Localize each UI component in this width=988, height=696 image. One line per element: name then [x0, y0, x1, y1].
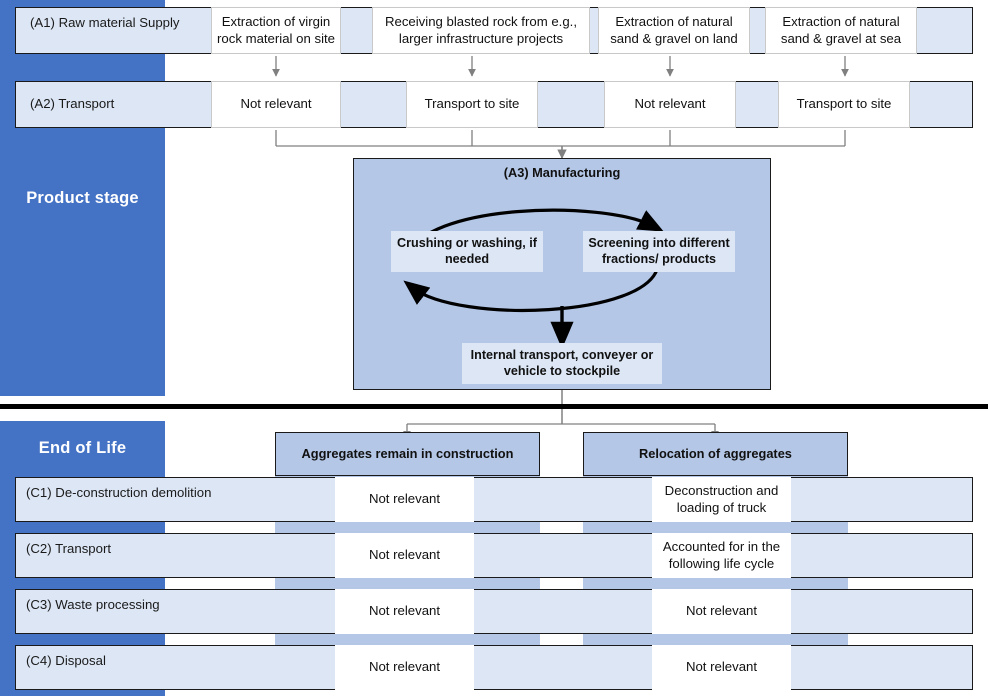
row-a2-label: (A2) Transport [30, 96, 115, 111]
c4-cell-1: Not relevant [335, 645, 474, 690]
c2-cell-2: Accounted for in the following life cycl… [652, 533, 791, 578]
end-of-life-label-text: End of Life [38, 439, 127, 457]
row-c3-label: (C3) Waste processing [26, 597, 160, 612]
section-divider [0, 404, 988, 409]
product-stage-label-text: Product stage [26, 188, 139, 207]
a3-box-crushing: Crushing or washing, if needed [391, 231, 543, 272]
a1-cell-1: Extraction of virgin rock material on si… [211, 7, 341, 54]
a2-cell-1: Not relevant [211, 81, 341, 128]
c1-cell-2: Deconstruction and loading of truck [652, 477, 791, 522]
row-c3-bar [15, 589, 973, 634]
a2-cell-4: Transport to site [778, 81, 910, 128]
row-c2-bar [15, 533, 973, 578]
c1-cell-1: Not relevant [335, 477, 474, 522]
product-stage-label: Product stage [0, 0, 165, 396]
c3-cell-2: Not relevant [652, 589, 791, 634]
eol-column-header-right: Relocation of aggregates [583, 432, 848, 476]
eol-column-header-left: Aggregates remain in construction [275, 432, 540, 476]
c2-cell-1: Not relevant [335, 533, 474, 578]
row-c2-label: (C2) Transport [26, 541, 112, 556]
a1-cell-3: Extraction of natural sand & gravel on l… [598, 7, 750, 54]
c3-cell-1: Not relevant [335, 589, 474, 634]
row-c1-bar [15, 477, 973, 522]
row-c4-label: (C4) Disposal [26, 653, 106, 668]
a2-cell-3: Not relevant [604, 81, 736, 128]
a3-box-screening: Screening into different fractions/ prod… [583, 231, 735, 272]
row-c4-bar [15, 645, 973, 690]
row-c1-label: (C1) De-construction demolition [26, 485, 212, 500]
a1-cell-2: Receiving blasted rock from e.g., larger… [372, 7, 590, 54]
c4-cell-2: Not relevant [652, 645, 791, 690]
a1-cell-4: Extraction of natural sand & gravel at s… [765, 7, 917, 54]
a3-title: (A3) Manufacturing [503, 165, 621, 180]
a3-box-internal-transport: Internal transport, conveyer or vehicle … [462, 343, 662, 384]
row-a1-label: (A1) Raw material Supply [30, 15, 180, 30]
a2-cell-2: Transport to site [406, 81, 538, 128]
